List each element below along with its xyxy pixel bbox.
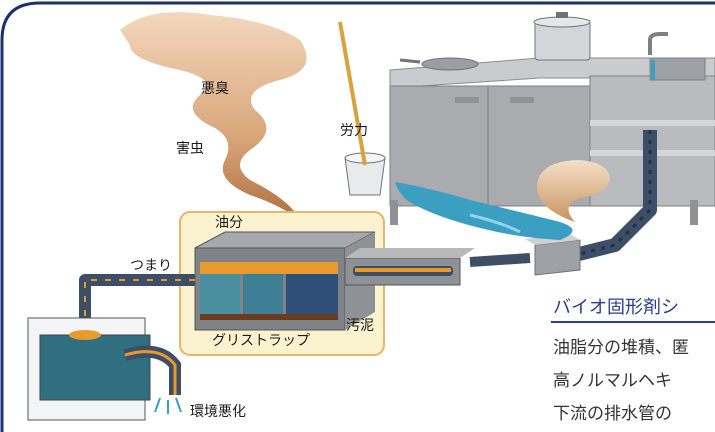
label-odor: 悪臭 xyxy=(201,81,229,97)
faucet-icon xyxy=(648,32,668,80)
label-grease-trap: グリストラップ xyxy=(212,333,310,349)
panel-line-3: 下流の排水管の xyxy=(553,404,672,424)
spill-icon xyxy=(154,397,182,414)
panel-line-2: 高ノルマルヘキ xyxy=(553,371,672,391)
strainer-basket xyxy=(344,248,475,286)
label-oil: 油分 xyxy=(215,215,243,231)
panel-line-1: 油脂分の堆積、匿 xyxy=(553,338,689,358)
sewer-box xyxy=(27,317,181,421)
label-pests: 害虫 xyxy=(176,141,204,157)
cooking-pot-icon xyxy=(533,12,591,61)
outflow-pipe xyxy=(79,274,195,320)
drain-odor-plume xyxy=(536,160,610,222)
label-labor: 労力 xyxy=(340,123,368,139)
bucket-icon xyxy=(344,152,386,196)
grease-trap-tank xyxy=(194,231,376,331)
panel-title: バイオ固形剤シ xyxy=(553,297,679,318)
frying-pan-icon xyxy=(399,57,479,71)
mop-handle xyxy=(338,21,367,166)
connector-pipe xyxy=(469,253,531,267)
panel-divider xyxy=(551,321,715,323)
kitchen-counter xyxy=(389,57,715,225)
floor-drain xyxy=(525,234,581,276)
label-environment: 環境悪化 xyxy=(190,404,246,420)
label-sludge: 汚泥 xyxy=(346,318,374,334)
spilled-water xyxy=(395,182,573,240)
label-clog: つまり xyxy=(130,258,172,274)
odor-plume xyxy=(120,12,307,221)
